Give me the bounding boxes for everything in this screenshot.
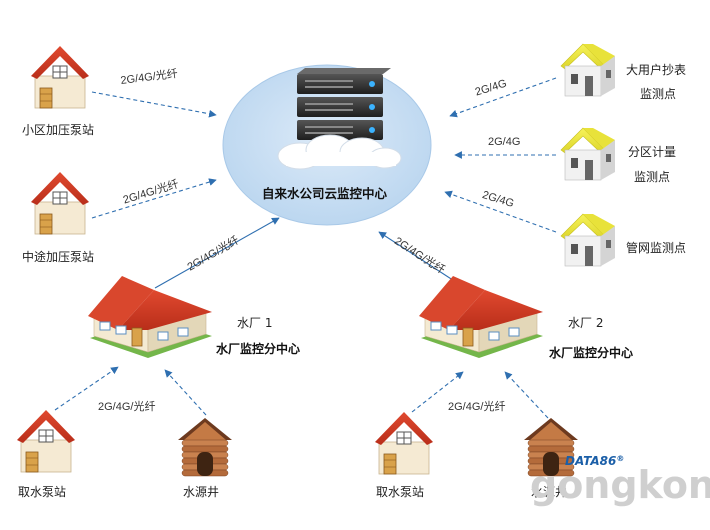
plant1-subtitle: 水厂监控分中心 xyxy=(216,342,301,356)
server-icon xyxy=(297,68,391,140)
plant2-subtitle: 水厂监控分中心 xyxy=(549,346,634,360)
big-user-house-icon xyxy=(560,43,615,97)
pipe-house-icon xyxy=(560,213,615,267)
link-plant2-line xyxy=(378,231,463,287)
big-user-label-line1: 大用户抄表 xyxy=(626,63,687,77)
center-title: 自来水公司云监控中心 xyxy=(262,186,388,201)
link-label-plant1-sources: 2G/4G/光纤 xyxy=(98,401,156,413)
zone-label-line1: 分区计量 xyxy=(628,145,677,159)
link-well1-line xyxy=(164,369,207,416)
big-user-label-line2: 监测点 xyxy=(640,87,677,101)
community-pump-house-icon xyxy=(31,46,89,109)
link-biguser-line xyxy=(449,77,557,118)
zone-label-line2: 监测点 xyxy=(634,170,671,184)
link-plant1-line xyxy=(154,217,280,289)
intake1-label: 取水泵站 xyxy=(18,485,67,499)
midway-pump-label: 中途加压泵站 xyxy=(22,250,95,264)
link-community-line xyxy=(91,91,217,118)
pipe-point-label: 管网监测点 xyxy=(626,241,687,255)
well1-label: 水源井 xyxy=(183,485,220,499)
well1-cabin-icon xyxy=(178,418,232,477)
well2-cabin-icon xyxy=(524,418,578,477)
plant2-name: 水厂 2 xyxy=(568,316,604,330)
connection-lines xyxy=(54,77,557,419)
intake2-house-icon xyxy=(375,412,433,475)
intake1-house-icon xyxy=(17,410,75,473)
watermark-site: gongkong xyxy=(530,463,710,507)
midway-pump-house-icon xyxy=(31,172,89,235)
cloud-icon xyxy=(277,134,402,170)
plant1-name: 水厂 1 xyxy=(237,316,273,330)
link-label-plant2-sources: 2G/4G/光纤 xyxy=(448,401,506,413)
intake2-label: 取水泵站 xyxy=(376,485,425,499)
community-pump-label: 小区加压泵站 xyxy=(22,123,95,137)
brand-logo-text: DATA86® xyxy=(565,454,625,468)
link-midway-line xyxy=(91,178,217,219)
zone-house-icon xyxy=(560,127,615,181)
link-intake1-line xyxy=(54,366,119,411)
plant2-building-icon xyxy=(419,276,543,358)
link-well2-line xyxy=(504,371,549,419)
link-pipe-line xyxy=(444,190,557,233)
link-intake2-line xyxy=(411,371,464,413)
well2-label: 水源井 xyxy=(531,485,568,499)
plant1-building-icon xyxy=(88,276,212,358)
link-label-zone: 2G/4G xyxy=(488,136,521,148)
